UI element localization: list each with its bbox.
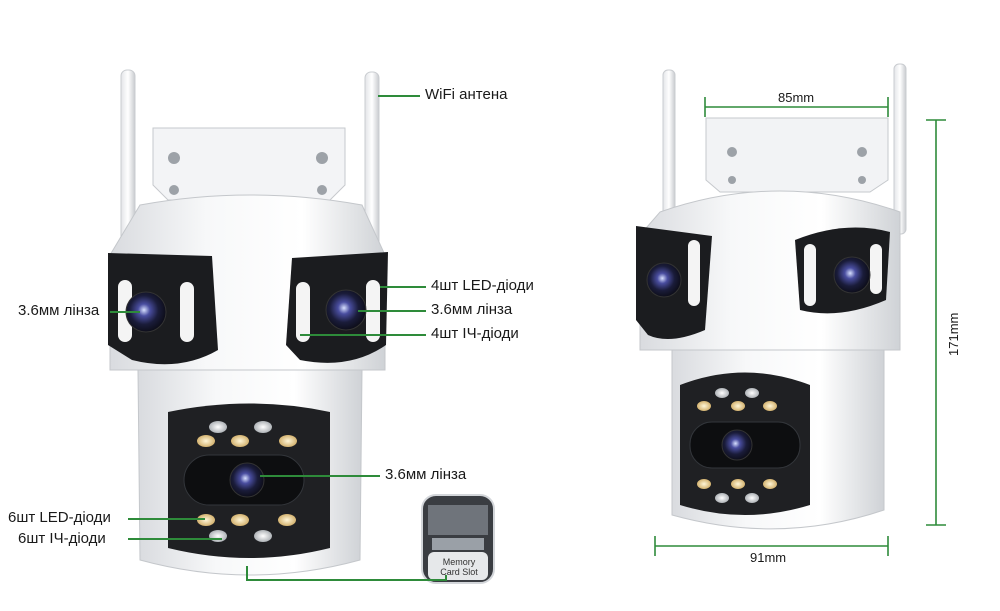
callout-bottom-lens: 3.6мм лінза bbox=[385, 466, 467, 483]
callout-right-led: 4шт LED-діоди bbox=[431, 277, 534, 294]
callout-left-lens: 3.6мм лінза bbox=[18, 302, 100, 319]
bottom-lens bbox=[229, 462, 265, 498]
right-camera bbox=[636, 63, 907, 530]
callout-bottom-ir: 6шт ІЧ-діоди bbox=[18, 530, 106, 547]
dimension-lines bbox=[654, 97, 946, 556]
memory-card-line1: Memory bbox=[442, 557, 476, 567]
callout-right-lens: 3.6мм лінза bbox=[431, 301, 513, 318]
bottom-led-array-bottom bbox=[197, 514, 296, 542]
memory-card-inset bbox=[421, 494, 495, 584]
callout-lines bbox=[110, 95, 447, 581]
bottom-led-array-top bbox=[197, 421, 297, 447]
memory-card-line2: Card Slot bbox=[440, 567, 478, 577]
dimension-width-bottom: 91mm bbox=[750, 550, 787, 565]
left-camera bbox=[108, 69, 495, 584]
dimension-height: 171mm bbox=[946, 312, 961, 356]
memory-card-label: Memory Card Slot bbox=[430, 557, 488, 577]
callout-wifi-antenna: WiFi антена bbox=[425, 86, 508, 103]
dimension-width-top: 85mm bbox=[778, 90, 815, 105]
callout-bottom-led: 6шт LED-діоди bbox=[8, 509, 111, 526]
callout-right-ir: 4шт ІЧ-діоди bbox=[431, 325, 519, 342]
